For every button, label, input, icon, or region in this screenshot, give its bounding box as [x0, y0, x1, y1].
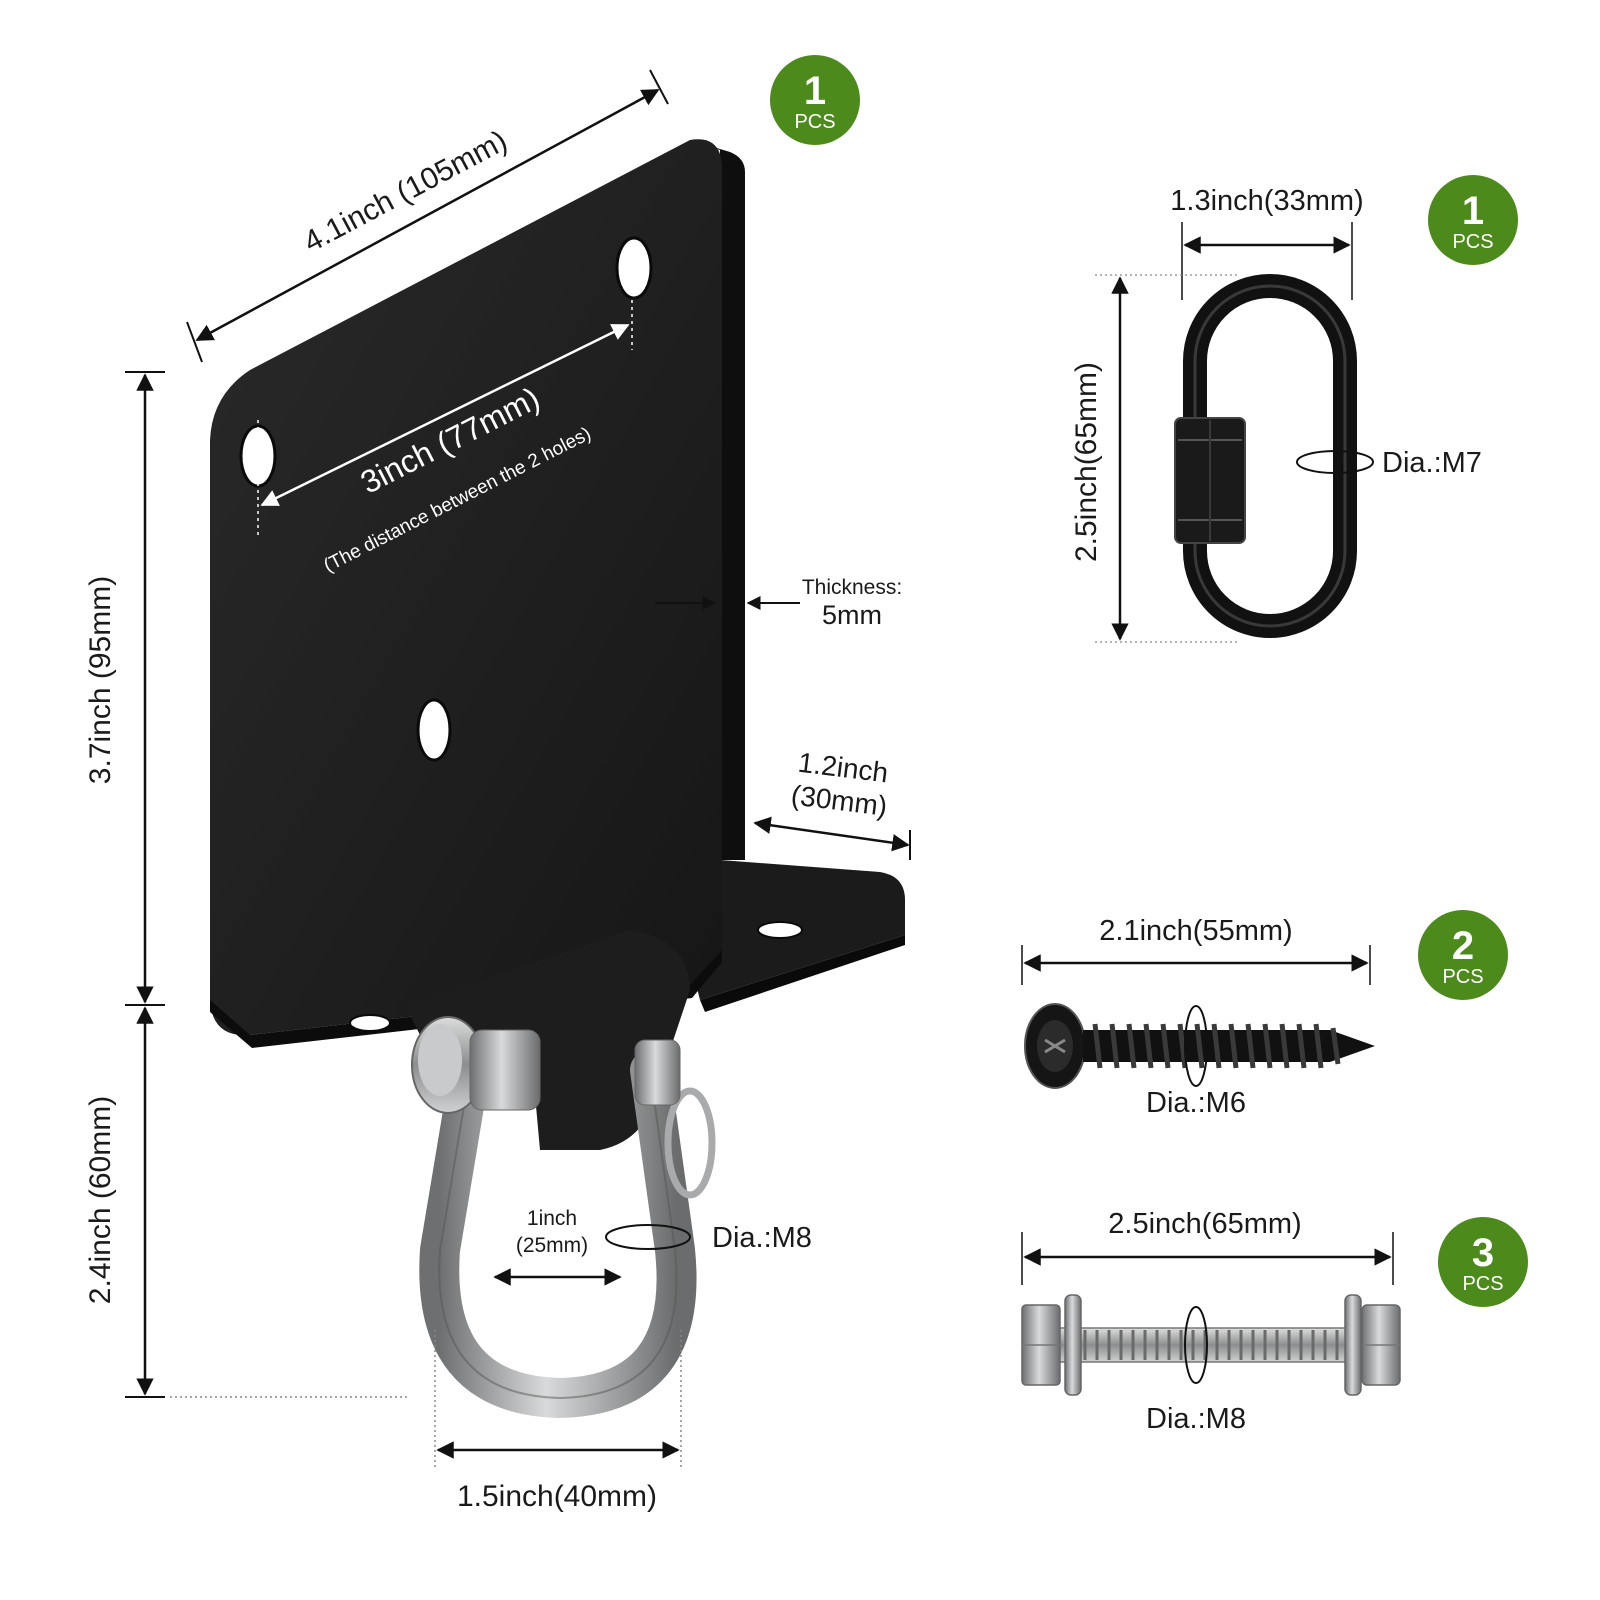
lag-screw — [1024, 1003, 1375, 1089]
shackle — [411, 1016, 716, 1419]
screw-dia: Dia.:M6 — [1146, 1005, 1246, 1119]
plate-hole-top-right — [615, 236, 653, 300]
quick-link-dia-label: Dia.:M7 — [1382, 447, 1482, 479]
screw-length-label: 2.1inch(55mm) — [1099, 915, 1292, 947]
shackle-inner-label-line1: 1inch — [527, 1207, 577, 1230]
badge-plate: 1 PCS — [770, 55, 860, 145]
svg-text:PCS: PCS — [1442, 966, 1483, 988]
quick-link-width-dimension: 1.3inch(33mm) — [1170, 185, 1364, 300]
bolt-length-label: 2.5inch(65mm) — [1108, 1208, 1301, 1240]
quick-link-dia: Dia.:M7 — [1296, 447, 1482, 479]
shackle-height-dimension: 2.4inch (60mm) — [84, 1006, 410, 1398]
screw-length-dimension: 2.1inch(55mm) — [1021, 915, 1371, 985]
shackle-inner-label-line2: (25mm) — [516, 1234, 588, 1257]
quick-link — [1174, 274, 1357, 638]
hex-bolt — [1021, 1294, 1401, 1396]
plate-height-dimension: 3.7inch (95mm) — [84, 371, 165, 1006]
shackle-ring — [664, 1087, 716, 1199]
shackle-inner-dimension: 1inch (25mm) Dia.:M8 — [493, 1207, 812, 1286]
quick-link-height-dimension: 2.5inch(65mm) — [1070, 274, 1240, 643]
bolt-dia-label: Dia.:M8 — [1146, 1403, 1246, 1435]
badge-quick-link: 1 PCS — [1428, 175, 1518, 265]
thickness-title: Thickness: — [802, 576, 902, 599]
plate-height-label: 3.7inch (95mm) — [84, 576, 117, 784]
shackle-width-label: 1.5inch(40mm) — [457, 1480, 657, 1513]
bolt-dia: Dia.:M8 — [1146, 1306, 1246, 1435]
quick-link-height-label: 2.5inch(65mm) — [1070, 362, 1103, 562]
thickness-value: 5mm — [822, 600, 882, 630]
svg-text:PCS: PCS — [1462, 1273, 1503, 1295]
bolt-length-dimension: 2.5inch(65mm) — [1021, 1208, 1394, 1285]
shackle-width-dimension: 1.5inch(40mm) — [434, 1330, 682, 1513]
quick-link-width-label: 1.3inch(33mm) — [1170, 185, 1363, 217]
badge-screw: 2 PCS — [1418, 910, 1508, 1000]
svg-text:2: 2 — [1452, 924, 1474, 968]
badge-bolt: 3 PCS — [1438, 1217, 1528, 1307]
bolt-washer-right — [1344, 1294, 1362, 1396]
screw-dia-label: Dia.:M6 — [1146, 1087, 1246, 1119]
svg-text:1: 1 — [804, 69, 826, 113]
bolt-shaft — [1049, 1327, 1381, 1363]
svg-text:PCS: PCS — [1452, 231, 1493, 253]
plate-hole-center — [416, 698, 452, 762]
shackle-height-label: 2.4inch (60mm) — [84, 1096, 117, 1304]
thickness-dimension: Thickness: 5mm — [655, 576, 902, 630]
shackle-bracket — [405, 930, 690, 1150]
mount-plate — [210, 139, 905, 1150]
flange-dimension: 1.2inch (30mm) — [753, 747, 911, 860]
plate-hole-flange — [757, 921, 803, 939]
svg-text:3: 3 — [1472, 1231, 1494, 1275]
svg-text:1: 1 — [1462, 189, 1484, 233]
svg-text:PCS: PCS — [794, 111, 835, 133]
plate-width-label: 4.1inch (105mm) — [298, 124, 512, 259]
shackle-dia-label: Dia.:M8 — [712, 1222, 812, 1254]
bolt-washer-left — [1064, 1294, 1082, 1396]
